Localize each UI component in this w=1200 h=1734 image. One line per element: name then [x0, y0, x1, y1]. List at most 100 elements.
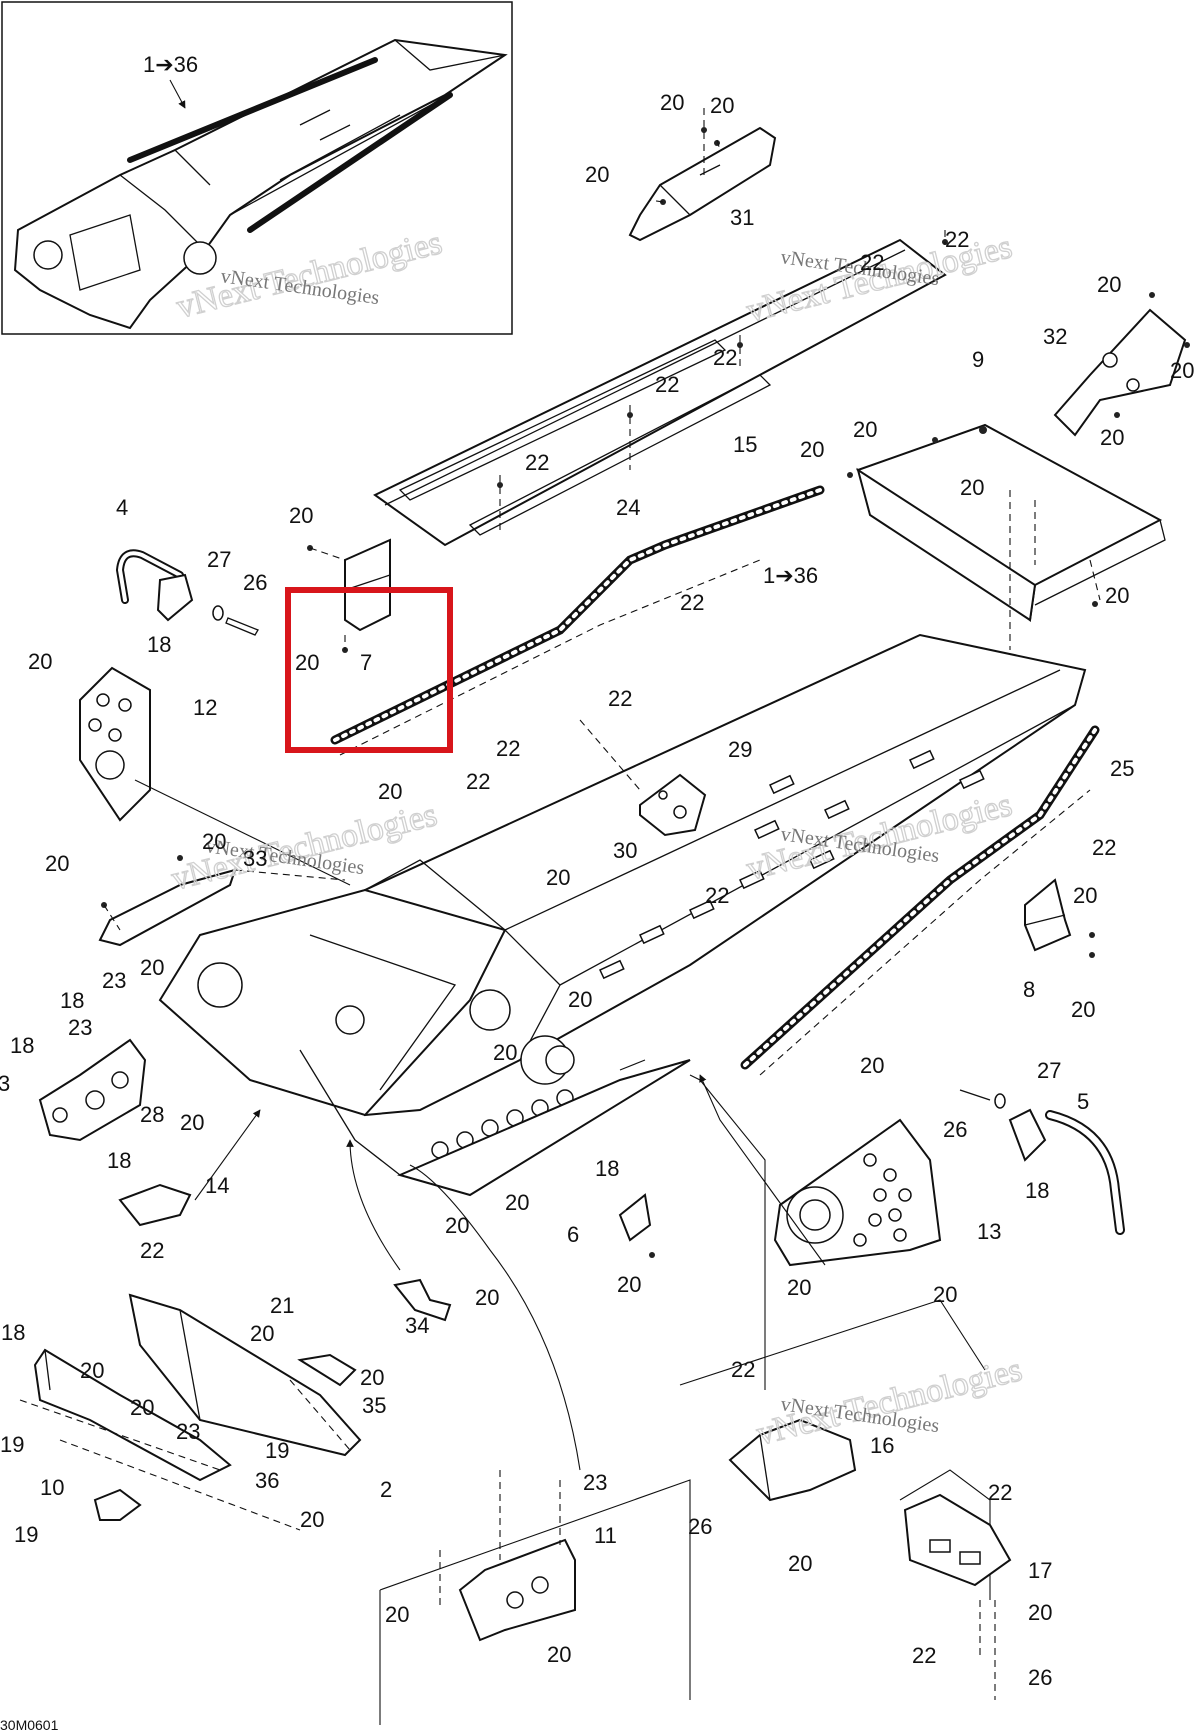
- highlight-box: [285, 587, 453, 753]
- part-24-slide-rail: [330, 485, 825, 756]
- part-17-frame: [899, 1469, 1012, 1700]
- callout-label: 20: [1097, 272, 1121, 297]
- part-3-bracket: [38, 1038, 147, 1142]
- part-16-frame: [679, 1299, 986, 1502]
- part-5-handle: [959, 1089, 1125, 1235]
- callout-label: 1➔36: [763, 563, 818, 588]
- callout-label: 20: [585, 162, 609, 187]
- callout-label: 20: [180, 1110, 204, 1135]
- callout-label: 20: [853, 417, 877, 442]
- callout-label: 17: [1028, 1558, 1052, 1583]
- callout-label: 20: [202, 829, 226, 854]
- callout-label: 22: [140, 1238, 164, 1263]
- callout-label: 22: [608, 686, 632, 711]
- callout-label: 26: [1028, 1665, 1052, 1690]
- callout-label: 22: [713, 345, 737, 370]
- callout-label: 20: [860, 1053, 884, 1078]
- callout-label: 8: [1023, 977, 1035, 1002]
- callout-label: 23: [68, 1015, 92, 1040]
- figure-code: 30M0601: [0, 1717, 59, 1733]
- callout-label: 11: [594, 1523, 617, 1548]
- callout-label: 20: [289, 503, 313, 528]
- callout-label: 20: [1170, 358, 1194, 383]
- callout-label: 34: [405, 1313, 429, 1338]
- callout-label: 20: [250, 1321, 274, 1346]
- callout-label: 22: [655, 372, 679, 397]
- part-11-frame: [379, 1470, 691, 1725]
- callout-label: 20: [28, 649, 52, 674]
- part-34-bracket: [346, 1139, 452, 1322]
- part-32-panel: [1053, 292, 1190, 437]
- callout-label: 20: [378, 779, 402, 804]
- callout-label: 14: [205, 1173, 229, 1198]
- callout-label: 30: [613, 838, 637, 863]
- callout-label: 22: [705, 883, 729, 908]
- callout-label: 20: [295, 650, 319, 675]
- callout-label: 22: [496, 736, 520, 761]
- callout-label: 35: [362, 1393, 386, 1418]
- panel-13-holes: [853, 1153, 912, 1247]
- part-4-handle: [115, 549, 259, 636]
- callout-label: 23: [102, 968, 126, 993]
- callout-label: 20: [505, 1190, 529, 1215]
- callout-label: 3: [0, 1071, 10, 1096]
- part-6-bracket: [618, 1193, 655, 1258]
- callout-label: 20: [140, 955, 164, 980]
- callout-label: 22: [912, 1643, 936, 1668]
- callout-label: 33: [243, 846, 267, 871]
- callout-label: 27: [207, 547, 231, 572]
- callout-label: 31: [730, 205, 754, 230]
- callout-label: 18: [595, 1156, 619, 1181]
- callout-label: 16: [870, 1433, 894, 1458]
- callout-label: 18: [10, 1033, 34, 1058]
- callout-label: 22: [466, 769, 490, 794]
- callout-label: 20: [300, 1507, 324, 1532]
- callout-label: 20: [493, 1040, 517, 1065]
- tunnel-slots: [599, 749, 985, 980]
- callout-label: 19: [265, 1438, 289, 1463]
- callout-label: 20: [360, 1365, 384, 1390]
- callout-label: 26: [688, 1514, 712, 1539]
- part-8-bracket: [1024, 878, 1095, 958]
- part-15-tunnel-plate: [373, 230, 948, 547]
- part-31-bracket: [628, 108, 777, 242]
- callout-label: 20: [475, 1285, 499, 1310]
- callout-label: 20: [800, 437, 824, 462]
- callout-label: 20: [568, 987, 592, 1012]
- part-7-plate: [307, 538, 391, 653]
- callout-label: 26: [243, 570, 267, 595]
- callout-label: 13: [977, 1219, 1001, 1244]
- part-9-rear-plate: [847, 423, 1166, 650]
- callout-label: 25: [1110, 756, 1134, 781]
- callout-label: 20: [1105, 583, 1129, 608]
- callout-label: 20: [1100, 425, 1124, 450]
- part-25-slide-rail: [740, 725, 1100, 1076]
- callout-label: 22: [945, 227, 969, 252]
- callout-label: 22: [860, 250, 884, 275]
- callout-label: 4: [116, 495, 128, 520]
- callout-label: 20: [710, 93, 734, 118]
- callout-label: 20: [1073, 883, 1097, 908]
- callout-label: 22: [731, 1357, 755, 1382]
- callout-label: 36: [255, 1468, 279, 1493]
- callout-label: 1➔36: [143, 52, 198, 77]
- callout-label: 23: [176, 1419, 200, 1444]
- callout-label: 32: [1043, 324, 1067, 349]
- callout-label: 22: [525, 450, 549, 475]
- callout-label: 19: [0, 1432, 24, 1457]
- callout-label: 18: [147, 632, 171, 657]
- callout-label: 9: [972, 347, 984, 372]
- callout-label: 20: [1071, 997, 1095, 1022]
- callout-label: 20: [788, 1551, 812, 1576]
- part-12-panel: [79, 666, 351, 886]
- callout-label: 28: [140, 1102, 164, 1127]
- callout-label: 22: [988, 1480, 1012, 1505]
- callout-label: 20: [617, 1272, 641, 1297]
- callout-label: 18: [1, 1320, 25, 1345]
- callout-label: 20: [547, 1642, 571, 1667]
- callout-label: 27: [1037, 1058, 1061, 1083]
- callout-label: 5: [1077, 1089, 1089, 1114]
- callout-label: 15: [733, 432, 757, 457]
- callout-label: 10: [40, 1475, 64, 1500]
- callout-label: 6: [567, 1222, 579, 1247]
